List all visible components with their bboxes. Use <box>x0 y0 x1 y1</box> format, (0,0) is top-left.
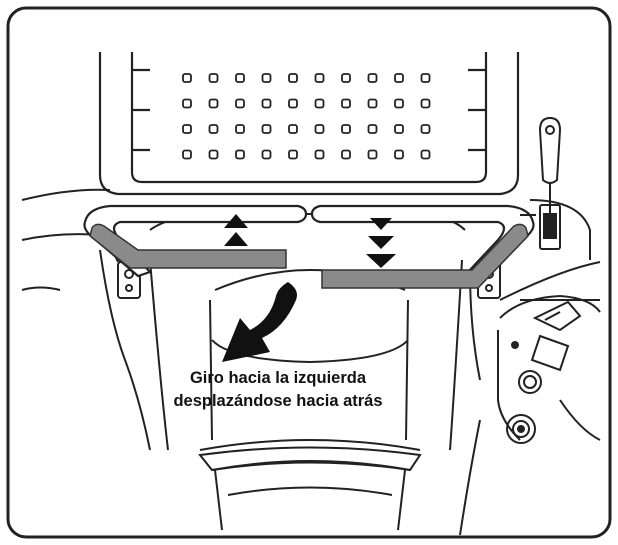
vent-hole <box>182 149 192 160</box>
vent-hole <box>288 124 298 134</box>
vent-hole <box>288 73 298 83</box>
vent-hole <box>208 149 219 160</box>
vent-hole <box>341 124 351 134</box>
vent-hole <box>420 73 431 83</box>
vent-hole <box>420 98 431 109</box>
vent-hole <box>314 124 325 134</box>
vent-hole <box>261 149 272 160</box>
vent-hole <box>261 98 272 109</box>
vent-hole <box>394 149 404 160</box>
up-arrows-icon <box>224 214 248 246</box>
footrest <box>198 446 422 472</box>
vent-hole <box>420 124 431 134</box>
vent-hole <box>367 73 378 83</box>
vent-hole <box>314 73 325 83</box>
seat-back <box>98 52 520 196</box>
vent-hole <box>288 98 298 109</box>
caption-line-1: Giro hacia la izquierda <box>189 369 367 387</box>
vent-hole <box>394 124 404 134</box>
vent-hole <box>367 124 378 134</box>
vent-hole <box>420 149 431 160</box>
vent-hole <box>367 149 378 160</box>
vent-hole <box>341 98 351 109</box>
vent-hole <box>314 98 325 109</box>
vent-hole <box>261 73 272 83</box>
vent-hole <box>182 73 192 83</box>
vent-hole <box>367 98 378 109</box>
right-lever-highlight <box>321 223 529 289</box>
illustration-border <box>6 6 612 539</box>
vent-hole <box>208 98 219 109</box>
throttle-lever-icon <box>520 116 591 260</box>
seat-vent-holes <box>182 73 431 160</box>
vent-hole <box>261 124 272 134</box>
turn-instruction-caption: Giro hacia la izquierda desplazándose ha… <box>118 367 438 413</box>
vent-hole <box>208 73 219 83</box>
vent-hole <box>235 149 245 160</box>
vent-hole <box>394 73 404 83</box>
vent-hole <box>235 73 245 83</box>
vent-hole <box>288 149 298 160</box>
control-panel <box>499 294 601 394</box>
down-arrows-icon <box>366 218 396 268</box>
vent-hole <box>235 124 245 134</box>
caption-line-2: desplazándose hacia atrás <box>173 392 383 410</box>
left-lever-highlight <box>89 223 287 269</box>
curved-turn-arrow-icon <box>222 282 297 362</box>
vent-hole <box>208 124 219 134</box>
vent-hole <box>341 73 351 83</box>
ignition-key-icon <box>506 414 536 444</box>
vent-hole <box>314 149 325 160</box>
vent-hole <box>235 98 245 109</box>
vent-hole <box>182 98 192 109</box>
vent-hole <box>394 98 404 109</box>
vent-hole <box>182 124 192 134</box>
vent-hole <box>341 149 351 160</box>
